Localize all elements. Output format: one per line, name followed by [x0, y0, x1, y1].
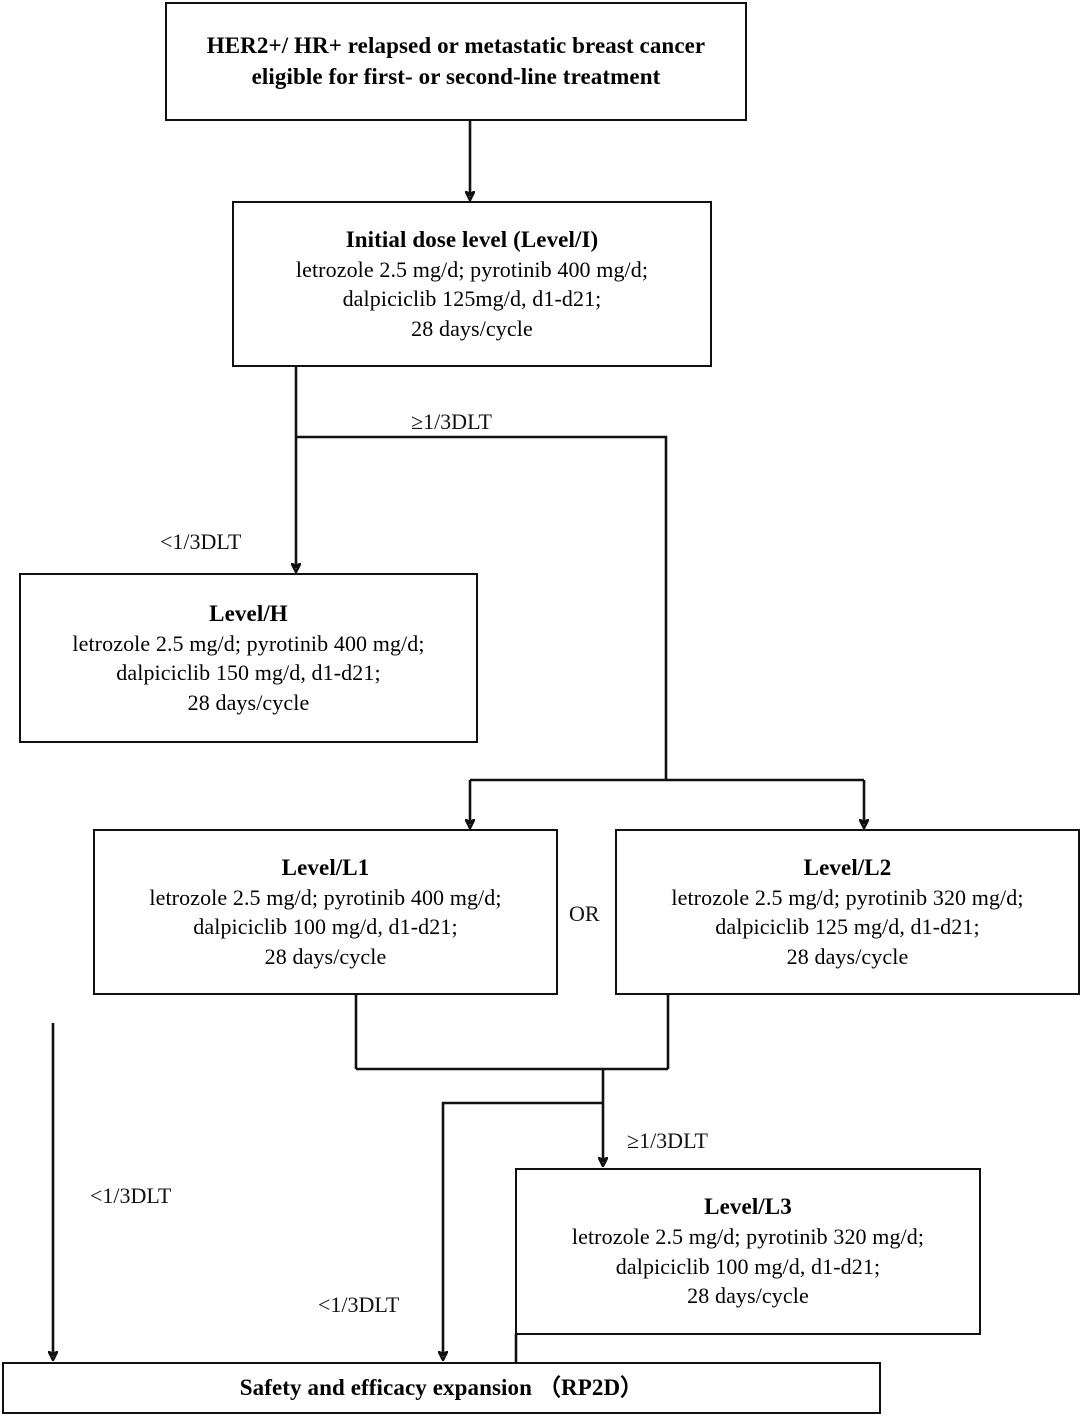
node-level-l2[interactable]: Level/L2 letrozole 2.5 mg/d; pyrotinib 3… [615, 829, 1080, 995]
edge-label-l1l2-ge-dlt: ≥1/3DLT [627, 1128, 708, 1153]
node-level-l1[interactable]: Level/L1 letrozole 2.5 mg/d; pyrotinib 4… [93, 829, 558, 995]
level-h-line-1: letrozole 2.5 mg/d; pyrotinib 400 mg/d; [72, 630, 425, 656]
node-expansion[interactable]: Safety and efficacy expansion （RP2D） [2, 1362, 881, 1414]
level-l2-line-1: letrozole 2.5 mg/d; pyrotinib 320 mg/d; [671, 884, 1024, 910]
initial-dose-title: Initial dose level (Level/I) [345, 226, 599, 252]
node-level-h[interactable]: Level/H letrozole 2.5 mg/d; pyrotinib 40… [19, 573, 478, 743]
node-level-l3[interactable]: Level/L3 letrozole 2.5 mg/d; pyrotinib 3… [515, 1168, 981, 1335]
level-l1-line-3: 28 days/cycle [264, 943, 387, 969]
edge-label-l1l2-lt-dlt: <1/3DLT [318, 1292, 400, 1317]
level-l1-title: Level/L1 [281, 854, 370, 880]
population-line-1: HER2+/ HR+ relapsed or metastatic breast… [206, 32, 706, 58]
level-l1-line-2: dalpiciclib 100 mg/d, d1-d21; [193, 914, 458, 940]
level-h-line-2: dalpiciclib 150 mg/d, d1-d21; [116, 660, 381, 686]
level-l3-line-3: 28 days/cycle [687, 1283, 809, 1309]
edge-label-levelh-lt-dlt: <1/3DLT [90, 1183, 172, 1208]
edge-label-initial-lt-dlt: <1/3DLT [160, 529, 242, 554]
level-l3-line-2: dalpiciclib 100 mg/d, d1-d21; [615, 1253, 881, 1279]
level-l2-line-2: dalpiciclib 125 mg/d, d1-d21; [715, 914, 980, 940]
level-l3-line-1: letrozole 2.5 mg/d; pyrotinib 320 mg/d; [571, 1224, 925, 1250]
initial-dose-line-1: letrozole 2.5 mg/d; pyrotinib 400 mg/d; [295, 256, 649, 282]
node-population[interactable]: HER2+/ HR+ relapsed or metastatic breast… [165, 2, 747, 121]
level-l2-title: Level/L2 [803, 854, 892, 880]
level-h-line-3: 28 days/cycle [187, 689, 310, 715]
level-l3-title: Level/L3 [704, 1194, 792, 1220]
initial-dose-line-2: dalpiciclib 125mg/d, d1-d21; [342, 286, 602, 312]
node-initial-dose-level[interactable]: Initial dose level (Level/I) letrozole 2… [232, 201, 712, 367]
level-l1-line-1: letrozole 2.5 mg/d; pyrotinib 400 mg/d; [149, 884, 502, 910]
edge-label-initial-ge-dlt: ≥1/3DLT [411, 409, 492, 434]
level-h-title: Level/H [209, 600, 288, 626]
expansion-label: Safety and efficacy expansion （RP2D） [239, 1374, 644, 1400]
level-l2-line-3: 28 days/cycle [786, 943, 909, 969]
population-line-2: eligible for first- or second-line treat… [251, 63, 661, 89]
initial-dose-line-3: 28 days/cycle [411, 315, 533, 341]
edge-label-or: OR [569, 901, 600, 926]
